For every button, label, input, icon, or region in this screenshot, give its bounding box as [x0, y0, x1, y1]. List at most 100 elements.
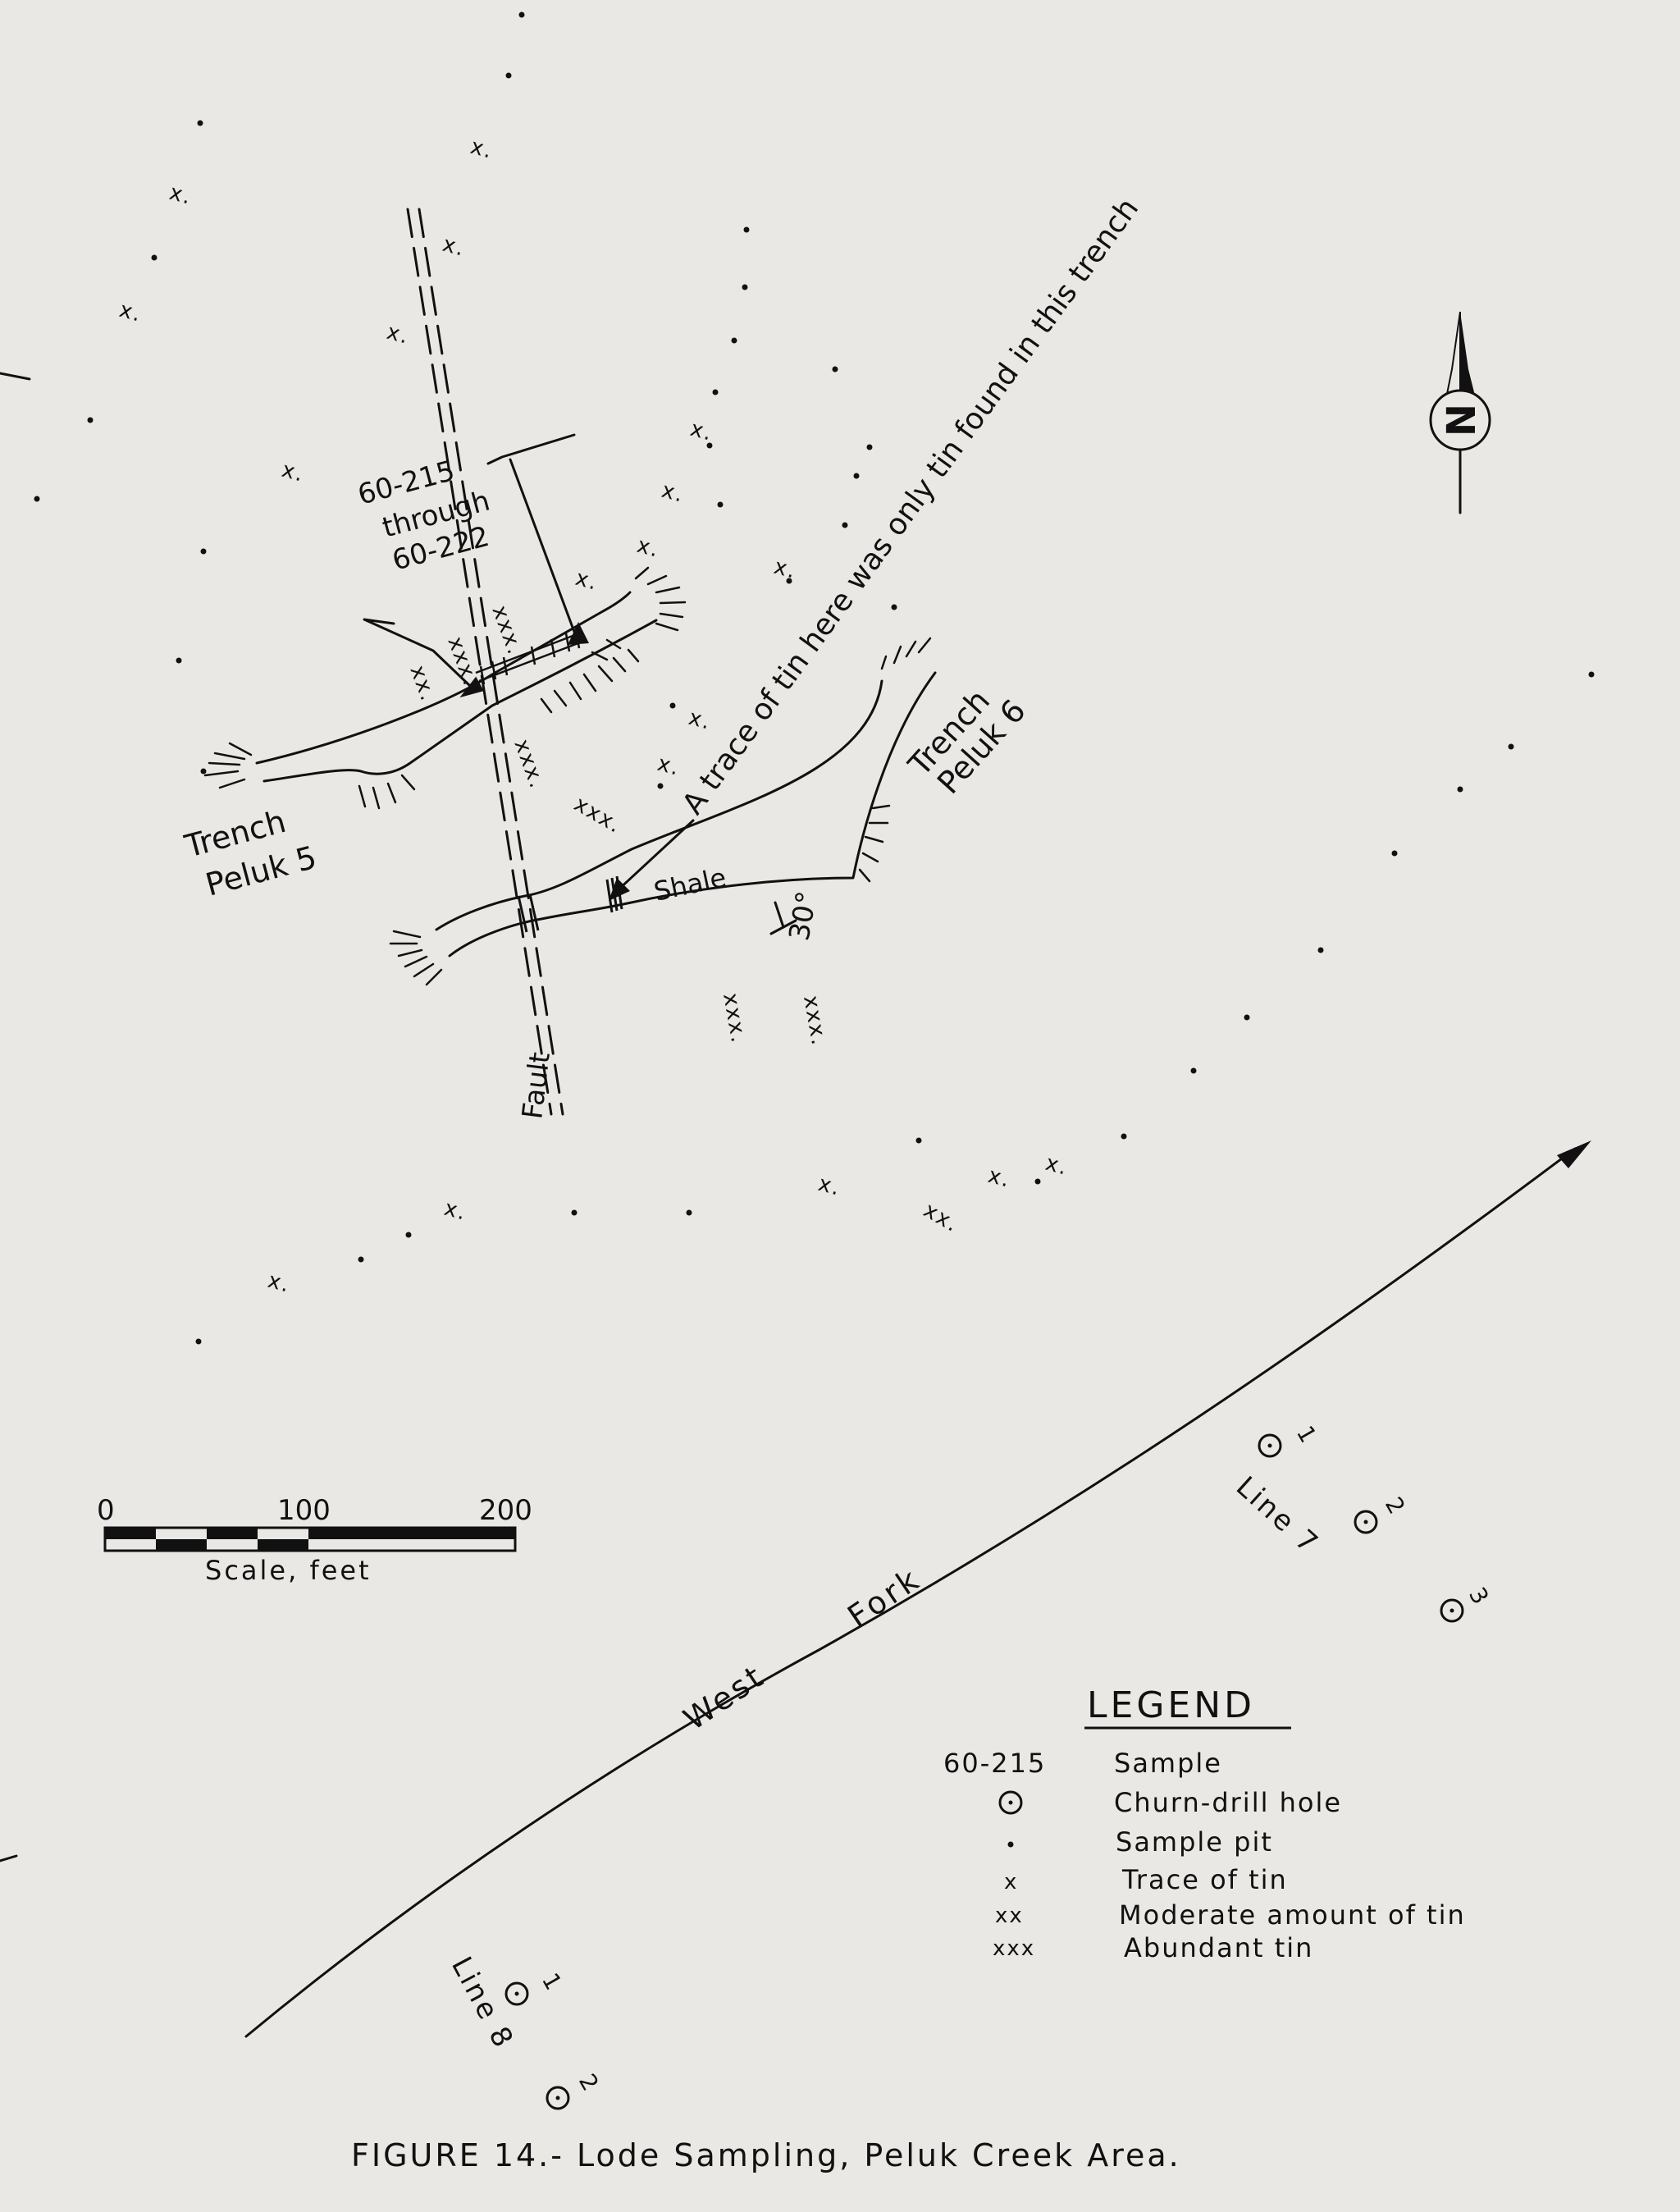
- sample-pit-dot: [657, 783, 664, 789]
- tin-abundant-mark: xxx.: [570, 792, 627, 839]
- tin-trace-mark: x.: [167, 181, 194, 210]
- trench-5-east-end: [540, 566, 687, 714]
- tin-abundant-mark: xxx.: [509, 736, 550, 793]
- scale-label: Scale, feet: [205, 1555, 372, 1586]
- legend-abundant-symbol: xxx: [993, 1936, 1035, 1961]
- trench-5-west-end: [203, 742, 416, 810]
- tin-marks: x.x.x.x.x.x.x.x.x.x.x.x.x.x.x.x.x.x.xx.x…: [116, 135, 1071, 1298]
- tin-trace-mark: x.: [686, 706, 714, 735]
- sample-pit-dot: [686, 1209, 692, 1216]
- legend-trace-symbol: x: [1004, 1870, 1016, 1894]
- scale-tick-200: 200: [479, 1494, 532, 1527]
- sample-callout-lines: [363, 433, 589, 698]
- north-arrow-icon: N: [1429, 311, 1491, 514]
- sample-pit-dot: [832, 366, 838, 372]
- line8-label: Line 8: [445, 1951, 520, 2054]
- west-fork-stream: [244, 1140, 1591, 2038]
- sample-pit-dot: [1391, 850, 1398, 857]
- tin-trace-mark: x.: [279, 458, 307, 487]
- sample-pit-dot: [405, 1232, 412, 1238]
- fork-label: Fork: [841, 1561, 927, 1635]
- legend-sample-symbol: 60-215: [943, 1748, 1046, 1779]
- sample-pit-dot: [731, 337, 737, 344]
- sample-pit-dot: [742, 284, 748, 290]
- sample-pit-dot: [1317, 947, 1324, 953]
- churn-drill-icon: [1354, 1510, 1378, 1534]
- legend-sample-pit-icon: [1007, 1841, 1014, 1848]
- legend-sample-pit-label: Sample pit: [1116, 1826, 1273, 1858]
- sample-pit-dot: [518, 11, 525, 18]
- churn-drill-icon: [504, 1981, 529, 2006]
- sample-pit-dot: [712, 389, 719, 395]
- tin-trace-mark: x.: [655, 752, 682, 781]
- trench-6-sample-ticks: [517, 875, 623, 933]
- legend: LEGEND 60-215 Sample Churn-drill hole Sa…: [943, 1684, 1464, 1963]
- line7-label: Line 7: [1230, 1470, 1326, 1561]
- tin-trace-mark: x.: [440, 232, 468, 262]
- legend-sample-label: Sample: [1114, 1748, 1222, 1779]
- sample-pit-dot: [842, 522, 848, 528]
- figure-caption: FIGURE 14.- Lode Sampling, Peluk Creek A…: [351, 2137, 1181, 2173]
- churn-drill-icon: [1440, 1598, 1464, 1623]
- line7-hole-3: 3: [1463, 1583, 1494, 1609]
- legend-moderate-symbol: xx: [995, 1904, 1024, 1928]
- trace-note-arrow: [609, 819, 695, 901]
- scale-tick-0: 0: [97, 1494, 115, 1527]
- tin-trace-mark: x.: [441, 1196, 469, 1226]
- tin-trace-mark: x.: [265, 1268, 293, 1298]
- sample-pit-dot: [853, 473, 860, 479]
- tin-moderate-mark: xx.: [404, 662, 441, 706]
- fault-line: [406, 208, 564, 1116]
- trench-5-sample-ticks: [475, 629, 583, 685]
- sample-pit-dot: [197, 120, 203, 126]
- scale-bar: 0 100 200 Scale, feet: [97, 1494, 532, 1586]
- sample-pit-dot: [358, 1256, 364, 1263]
- sample-pit-dot: [1244, 1014, 1250, 1021]
- dip-label: 30°: [783, 889, 824, 943]
- sample-pit-dot: [1508, 743, 1514, 750]
- trench-6-east-end: [858, 637, 932, 883]
- sample-pit-dot: [151, 254, 158, 261]
- sample-pit-dot: [1588, 671, 1595, 678]
- tin-abundant-mark: xxx.: [798, 994, 831, 1049]
- tin-trace-mark: x.: [815, 1172, 843, 1201]
- trench-peluk-6: [389, 637, 937, 986]
- tin-trace-mark: x.: [771, 555, 799, 584]
- line8-hole-2: 2: [573, 2069, 604, 2095]
- sample-pits: [34, 11, 1595, 1345]
- sample-pit-dot: [1121, 1133, 1127, 1140]
- sample-pit-dot: [195, 1338, 202, 1345]
- sample-pit-dot: [866, 444, 873, 450]
- sample-pit-dot: [1457, 786, 1463, 793]
- tin-trace-mark: x.: [659, 478, 687, 508]
- legend-abundant-label: Abundant tin: [1124, 1932, 1313, 1963]
- sample-pit-dot: [1034, 1178, 1041, 1185]
- sample-pit-dot: [786, 578, 792, 584]
- dip-symbol: [769, 901, 797, 935]
- scale-tick-100: 100: [277, 1494, 331, 1527]
- sample-pit-dot: [669, 702, 676, 709]
- sample-pit-dot: [571, 1209, 578, 1216]
- tin-trace-mark: x.: [1043, 1151, 1071, 1181]
- legend-churn-drill-icon: [998, 1790, 1023, 1815]
- tin-trace-mark: x.: [573, 566, 600, 596]
- shale-label: Shale: [651, 861, 729, 907]
- tin-trace-mark: x.: [634, 533, 662, 563]
- legend-title: LEGEND: [1087, 1684, 1255, 1726]
- fault-label: Fault: [516, 1050, 557, 1121]
- sample-pit-dot: [915, 1137, 922, 1144]
- tin-trace-mark: x.: [985, 1163, 1013, 1193]
- north-symbol: N: [1439, 404, 1485, 436]
- sample-pit-dot: [717, 501, 724, 508]
- churn-drill-icon: [1258, 1433, 1282, 1458]
- sample-pit-dot: [1190, 1067, 1197, 1074]
- tin-moderate-mark: xx.: [920, 1198, 964, 1238]
- line8-hole-1: 1: [536, 1968, 567, 1995]
- sample-pit-dot: [743, 226, 750, 233]
- tin-trace-mark: x.: [384, 320, 412, 350]
- sample-pit-dot: [891, 604, 897, 610]
- trench-6-west-end: [389, 930, 443, 986]
- sample-pit-dot: [87, 417, 94, 423]
